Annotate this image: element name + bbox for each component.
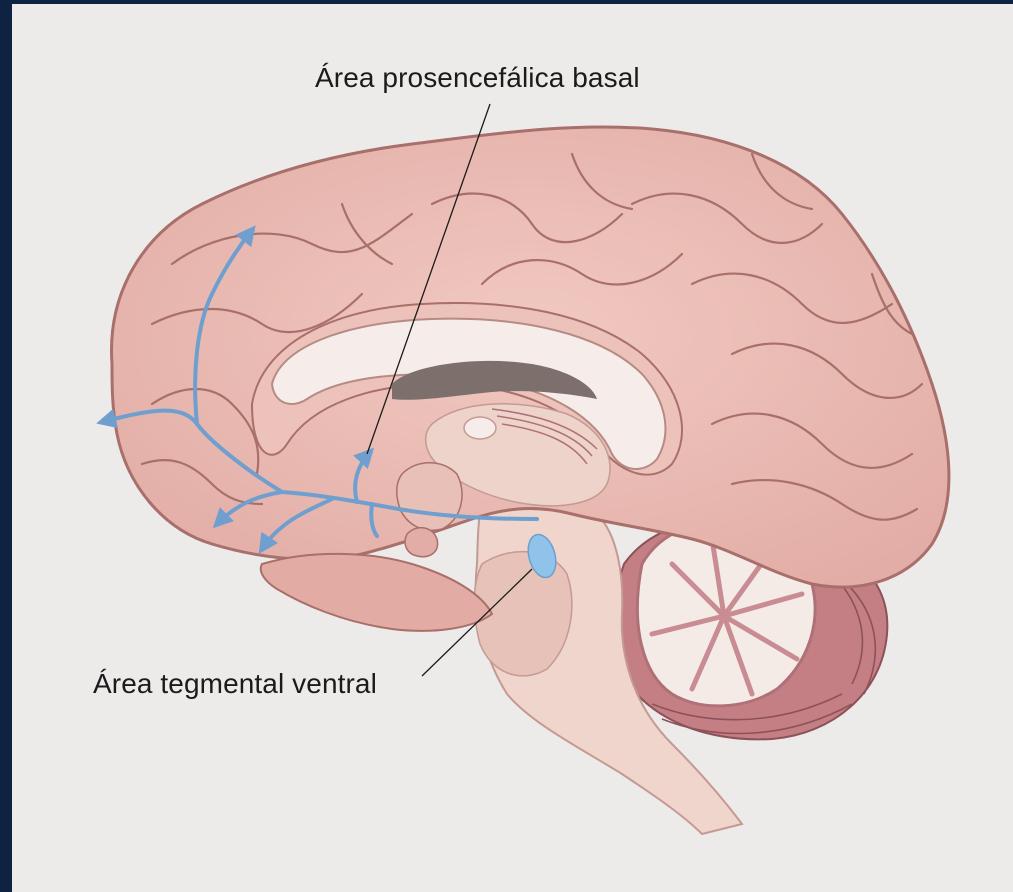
label-basal-forebrain: Área prosencefálica basal xyxy=(315,62,640,94)
diagram-page: Área prosencefálica basal Área tegmental… xyxy=(12,4,1013,892)
pituitary xyxy=(405,528,437,557)
interthalamic-adhesion xyxy=(464,417,496,439)
label-ventral-tegmental-area: Área tegmental ventral xyxy=(93,668,377,700)
temporal-lobe xyxy=(261,554,492,631)
hypothalamus xyxy=(397,463,462,531)
brain-illustration xyxy=(12,4,1013,892)
